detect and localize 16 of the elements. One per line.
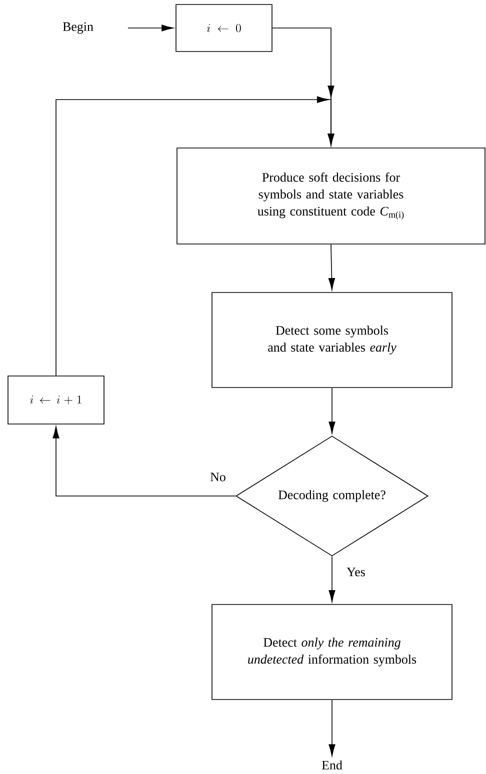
arrow — [328, 556, 336, 602]
process-box: Detect only the remaining undetected information symbols — [212, 604, 452, 700]
process-box: $i \leftarrow i+1$ — [8, 376, 104, 424]
terminal-text: Begin — [62, 22, 94, 34]
edge-label: No — [209, 472, 227, 482]
arrow — [128, 24, 174, 32]
process-box: $i \leftarrow 0$ — [176, 4, 272, 52]
arrow — [328, 244, 336, 290]
arrow — [328, 388, 336, 434]
edge-label: Yes — [346, 566, 366, 578]
arrow — [328, 700, 336, 756]
terminal-text: End — [322, 760, 342, 770]
arrow — [56, 96, 334, 376]
process-box: Detect some symbols and state variables early — [212, 292, 452, 388]
process-box: Produce soft decisions for symbols and state variables using constituent code C$_{m(i)}$ — [176, 148, 486, 244]
arrow — [52, 426, 236, 496]
